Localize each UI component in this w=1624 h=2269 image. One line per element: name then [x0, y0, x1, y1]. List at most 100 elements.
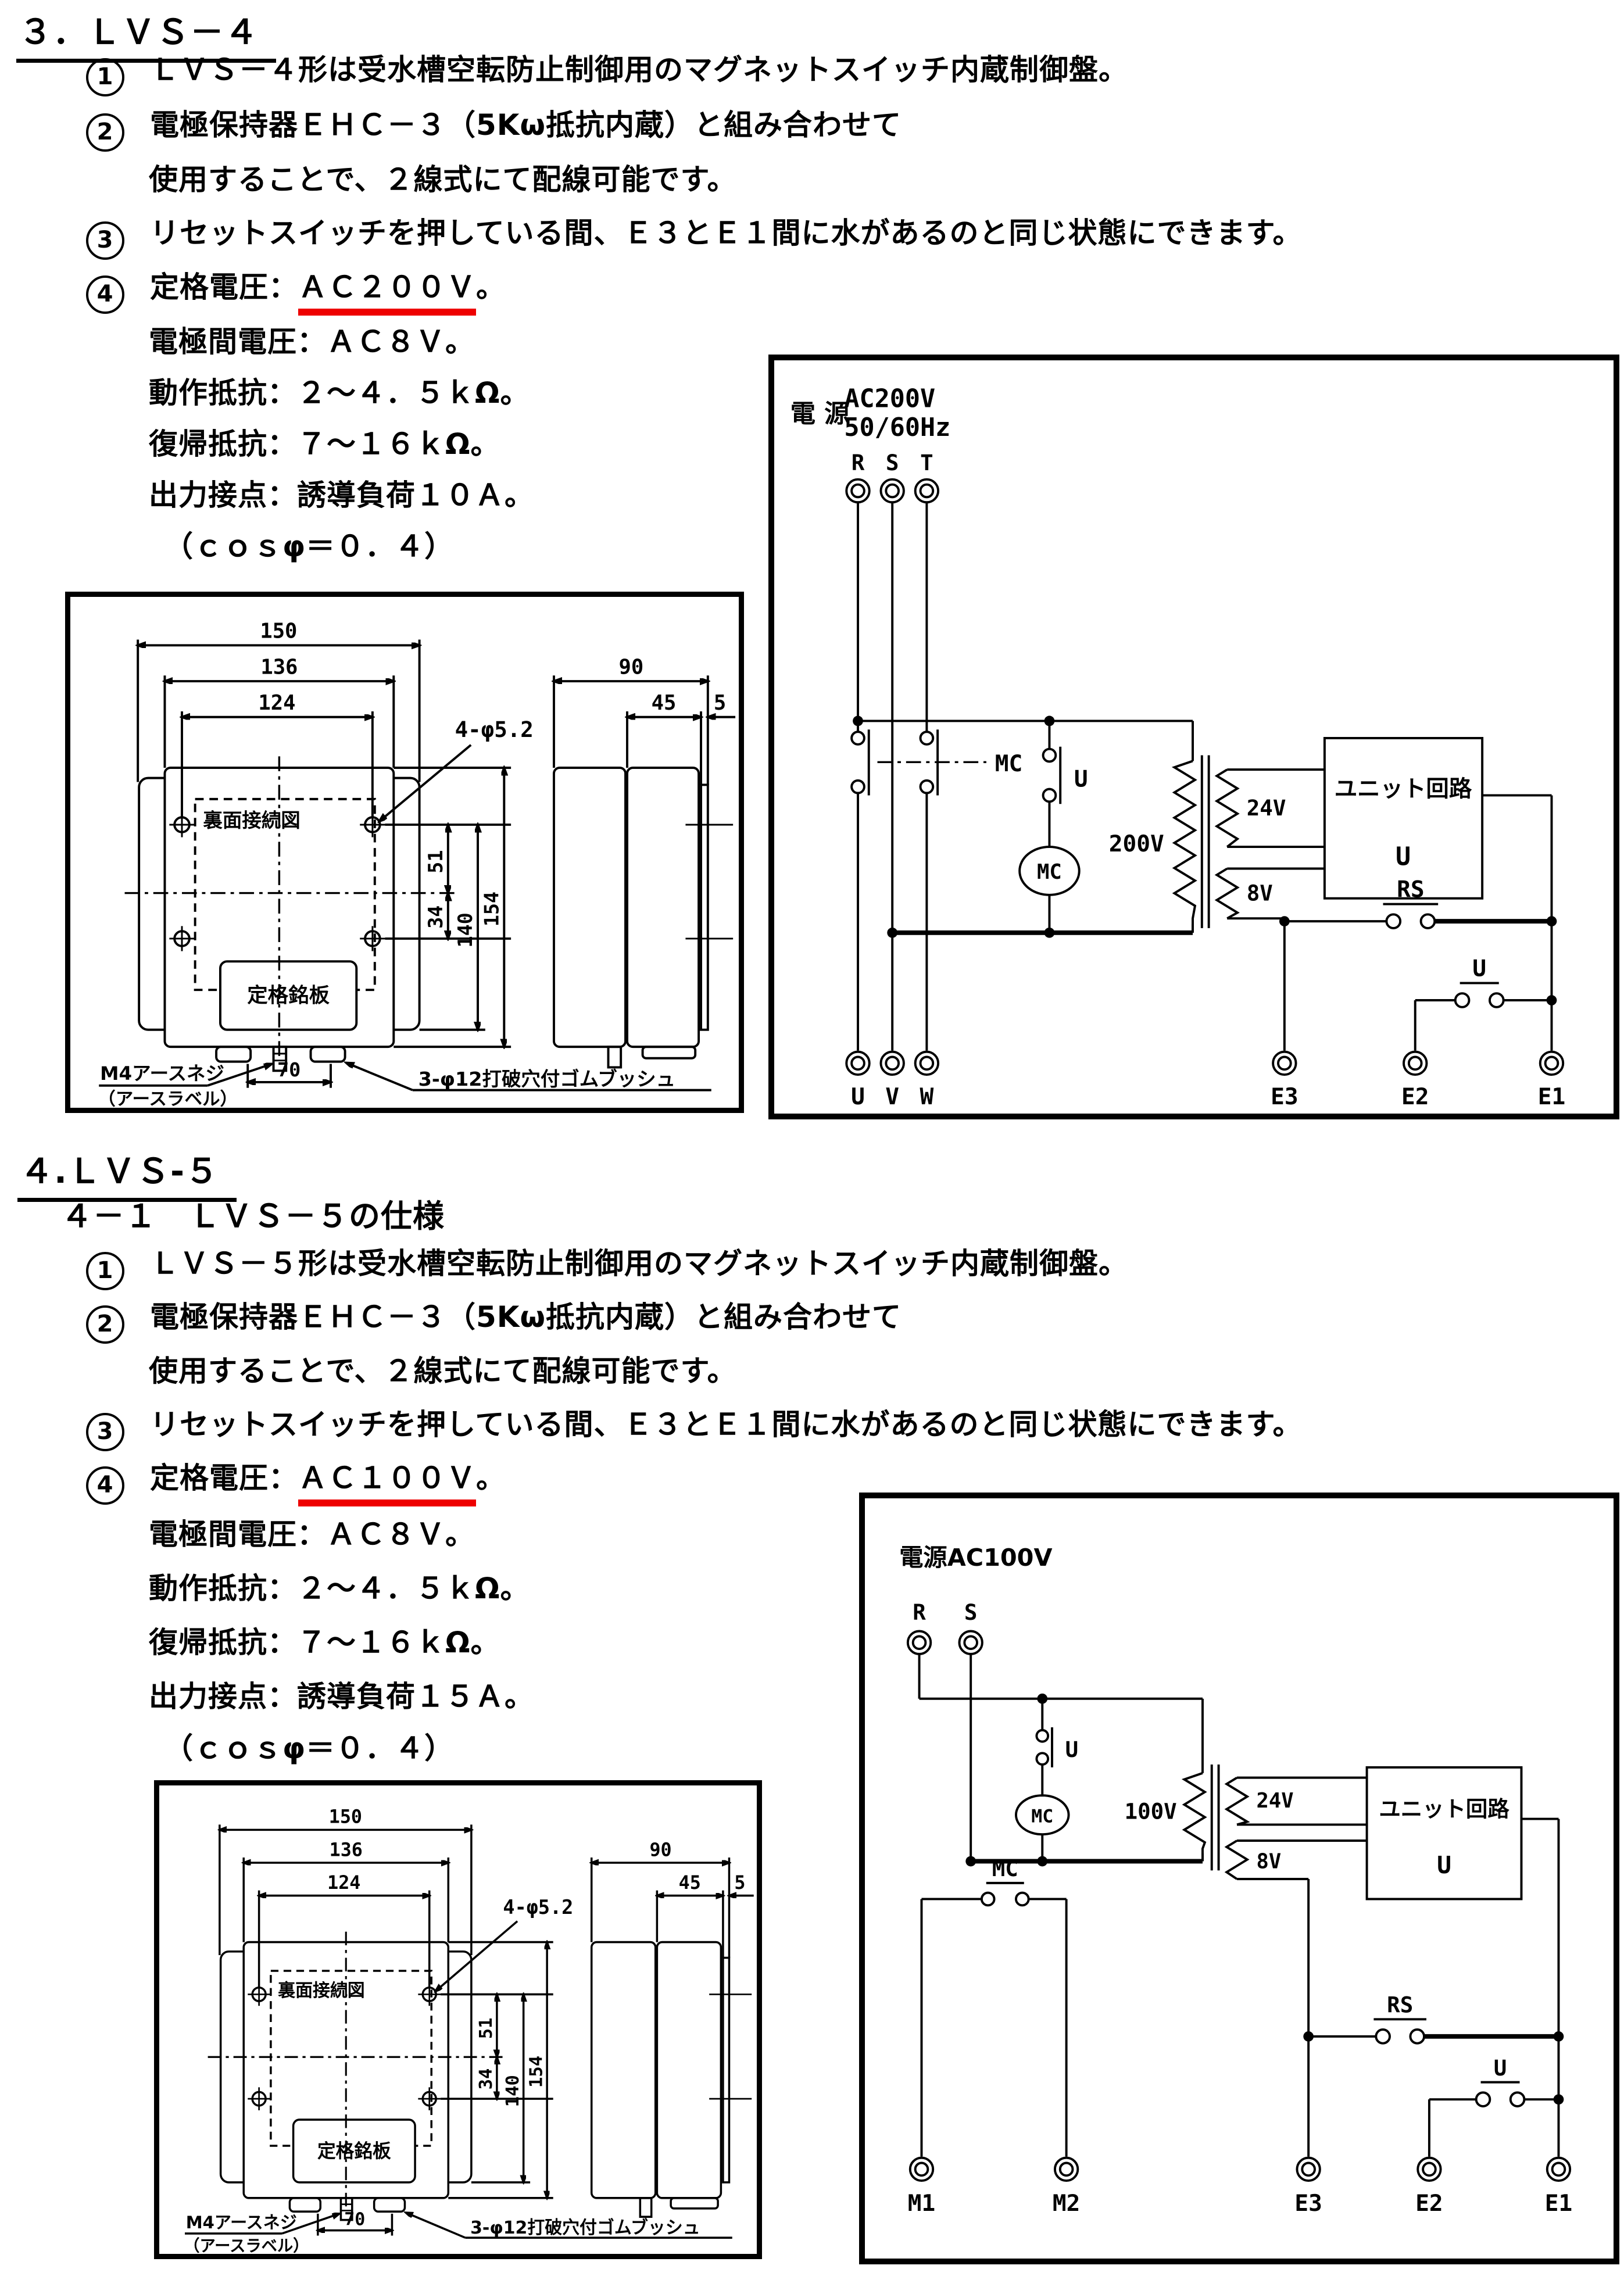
mc-output-contact: MC [920, 1856, 1068, 2157]
rs-switch-label: RS [1397, 876, 1424, 903]
circled-3: 3 [86, 221, 124, 260]
rear-connection-label: 裏面接続図 [203, 809, 300, 832]
terminal-w: W [920, 1083, 933, 1110]
dim-140: 140 [454, 912, 477, 947]
electrode-circuit: RS U [1279, 795, 1557, 1051]
primary-voltage: 100V [1125, 1799, 1177, 1824]
u-switch-label: U [1472, 955, 1486, 982]
secondary-8v: 8V [1257, 1849, 1282, 1873]
terminal-e3: E3 [1271, 1083, 1298, 1110]
earth-screw-label: M4アースネジ [186, 2213, 297, 2232]
circled-3: 3 [86, 1413, 124, 1451]
unit-circuit-box: ユニット回路 U [1365, 1766, 1559, 1901]
lvs4-circuit-svg: 電 源 AC200V 50/60Hz R S T MC [790, 385, 1566, 1110]
lvs5-item2-cont: 使用することで、２線式にて配線可能です。 [149, 1354, 737, 1388]
power-source-label: 電源AC100V [899, 1544, 1052, 1572]
input-terminals [906, 1630, 983, 1655]
hole-spec: 4-φ5.2 [455, 717, 534, 742]
unit-circuit-label: ユニット回路 [1335, 775, 1472, 802]
control-lines [853, 715, 1194, 938]
dim-70: 70 [277, 1058, 301, 1081]
dim-136: 136 [330, 1838, 363, 1860]
secondary-8v: 8V [1247, 881, 1273, 906]
circled-2: 2 [86, 1305, 124, 1344]
dim-154: 154 [527, 2056, 547, 2088]
section4-1-heading: ４－１ ＬＶＳ－５の仕様 [61, 1198, 445, 1234]
bushing-label: 3-φ12打破穴付ゴムブッシュ [470, 2217, 700, 2238]
power-frequency: 50/60Hz [844, 413, 950, 442]
mc-main-contacts: MC [850, 729, 1022, 796]
input-terminals [845, 478, 940, 504]
lvs5-dimension-drawing: 裏面接続図 定格銘板 [154, 1780, 762, 2259]
u-relay-contact: U [1042, 721, 1088, 847]
transformer: 100V 24V 8V [1125, 1764, 1367, 1880]
circled-4: 4 [86, 275, 124, 314]
dim-124: 124 [327, 1871, 360, 1894]
unit-circuit-u: U [1437, 1851, 1451, 1879]
power-labels: 電 源 AC200V 50/60Hz R S T [790, 385, 951, 475]
front-view: 裏面接続図 定格銘板 [208, 1931, 507, 2221]
earth-screw-label: M4アースネジ [100, 1062, 224, 1085]
terminal-v: V [885, 1083, 899, 1110]
phase-lines [857, 502, 928, 1051]
lvs5-spec2: 動作抵抗：２～４．５ｋΩ。 [149, 1572, 530, 1605]
terminal-m2: M2 [1053, 2190, 1080, 2217]
mc-coil-label: MC [1037, 860, 1062, 884]
circled-1: 1 [86, 58, 124, 96]
electrode-circuit: RS U [1303, 1819, 1564, 2157]
dim-136: 136 [260, 655, 298, 679]
lvs5-spec3: 復帰抵抗：７～１６ｋΩ。 [149, 1626, 500, 1659]
mc-contact-label: MC [995, 750, 1022, 777]
rated-voltage-underlined: ＡＣ１００Ｖ [298, 1461, 476, 1506]
dimension-texts: 150 136 124 4-φ5.2 51 34 140 154 70 M4アー… [98, 620, 726, 1108]
dim-51: 51 [424, 850, 447, 874]
dim-140: 140 [503, 2075, 523, 2107]
dim-70: 70 [344, 2209, 365, 2229]
nameplate-label: 定格銘板 [247, 984, 330, 1008]
circled-2: 2 [86, 113, 124, 152]
rated-voltage-underlined: ＡＣ２００Ｖ [298, 270, 476, 316]
lvs5-circuit-diagram: 電源AC100V R S U MC [859, 1493, 1619, 2264]
u-switch-label: U [1494, 2055, 1507, 2081]
terminal-e2: E2 [1401, 1083, 1429, 1110]
power-voltage: AC200V [844, 385, 935, 414]
lvs4-circuit-diagram: 電 源 AC200V 50/60Hz R S T MC [768, 355, 1619, 1119]
lvs4-item2-cont: 使用することで、２線式にて配線可能です。 [149, 163, 737, 196]
dim-45: 45 [652, 691, 677, 715]
power-labels: 電源AC100V R S [899, 1544, 1052, 1625]
dim-34: 34 [424, 906, 447, 929]
earth-label: （アースラベル） [184, 2236, 309, 2254]
unit-circuit-u: U [1396, 843, 1411, 872]
lvs5-circuit-svg: 電源AC100V R S U MC [899, 1544, 1572, 2217]
output-terminals: M1 M2 E3 E2 E1 [908, 2156, 1572, 2217]
lvs4-spec4: 出力接点：誘導負荷１０Ａ。 [149, 478, 534, 512]
u-contact-label: U [1065, 1737, 1079, 1762]
output-terminals: U V W E3 E2 E1 [845, 1050, 1565, 1110]
rs-switch-label: RS [1387, 1992, 1413, 2017]
u-relay-contact: U [1035, 1698, 1079, 1797]
terminal-u: U [851, 1083, 865, 1110]
terminal-r-label: R [913, 1599, 926, 1625]
earth-label: （アースラベル） [98, 1089, 238, 1108]
u-contact-label: U [1074, 766, 1088, 793]
lvs5-spec4: 出力接点：誘導負荷１５Ａ。 [149, 1680, 534, 1713]
nameplate-label: 定格銘板 [317, 2139, 391, 2161]
lvs4-spec2: 動作抵抗：２～４．５ｋΩ。 [149, 376, 530, 410]
dim-90: 90 [649, 1838, 671, 1860]
dim-124: 124 [258, 691, 295, 715]
secondary-24v: 24V [1257, 1789, 1294, 1813]
mc-coil: MC [1018, 846, 1081, 933]
mc-coil-label: MC [1031, 1806, 1053, 1827]
secondary-24v: 24V [1247, 795, 1286, 821]
lvs5-spec5: （ｃｏｓφ＝０．４） [164, 1731, 455, 1765]
primary-voltage: 200V [1109, 831, 1164, 857]
lvs5-spec1: 電極間電圧：ＡＣ８Ｖ。 [149, 1518, 475, 1551]
terminal-r-label: R [852, 450, 865, 475]
dim-5: 5 [714, 691, 726, 715]
